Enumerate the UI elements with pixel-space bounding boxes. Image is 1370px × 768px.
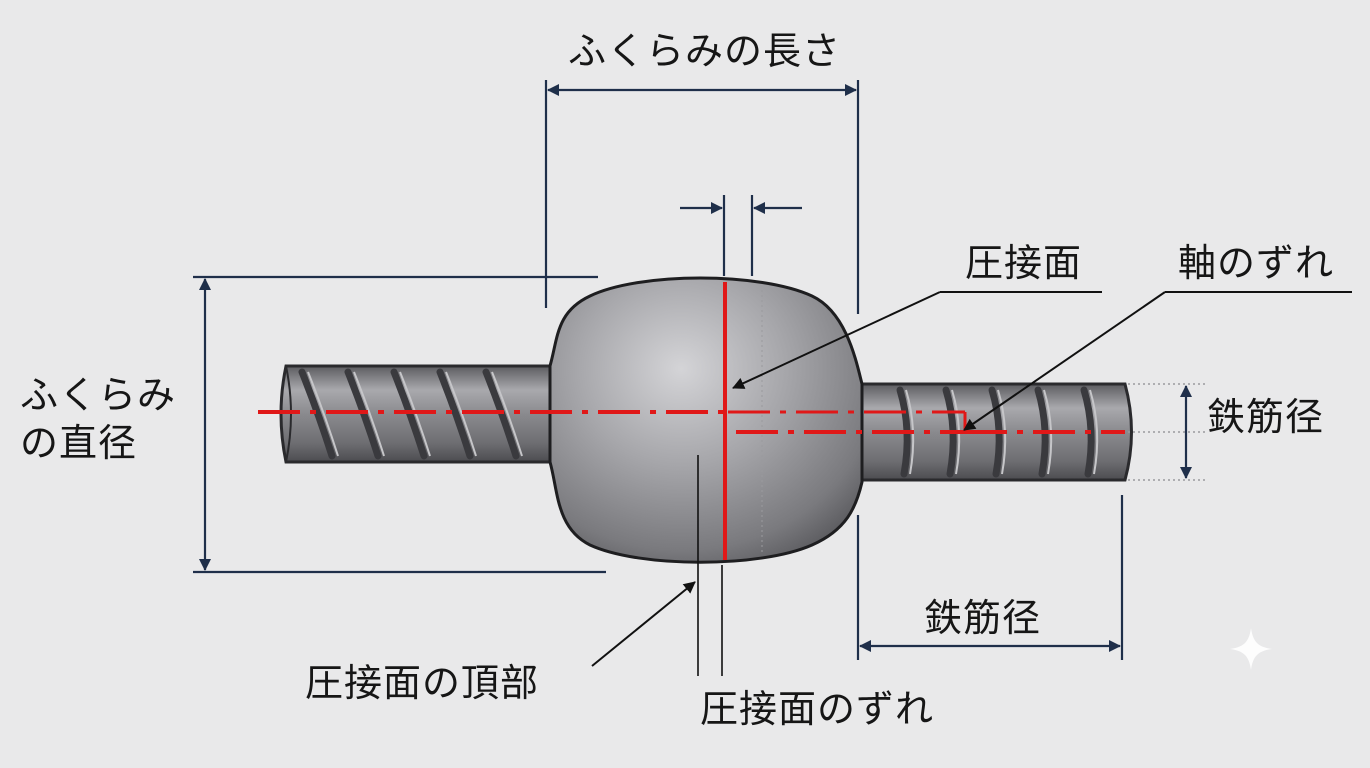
weld-face-offset-label: 圧接面のずれ xyxy=(700,687,935,731)
face-top-pointer xyxy=(591,581,696,667)
sparkle-icon xyxy=(1230,628,1272,670)
rebar-diameter-bottom-label: 鉄筋径 xyxy=(924,596,1042,640)
weld-face-top-label: 圧接面の頂部 xyxy=(305,661,540,705)
weld-bulge xyxy=(548,276,864,564)
leader-lines xyxy=(591,291,1352,676)
axis-offset-pointer xyxy=(963,291,1166,431)
bulge-diameter-label-line2: の直径 xyxy=(20,420,138,465)
weld-face-label: 圧接面 xyxy=(965,241,1083,285)
bulge-diameter-label-line1: ふくらみ xyxy=(20,373,177,417)
bulge-length-label: ふくらみの長さ xyxy=(568,29,842,73)
weld-face-pointer xyxy=(732,291,941,389)
bulge-diameter-label: ふくらみ の直径 xyxy=(20,372,176,467)
rebar-diameter-right-label: 鉄筋径 xyxy=(1207,395,1325,439)
dimension-lines xyxy=(193,80,1192,660)
axis-offset-label: 軸のずれ xyxy=(1178,241,1335,285)
rebar-extension-dots xyxy=(1128,383,1205,481)
